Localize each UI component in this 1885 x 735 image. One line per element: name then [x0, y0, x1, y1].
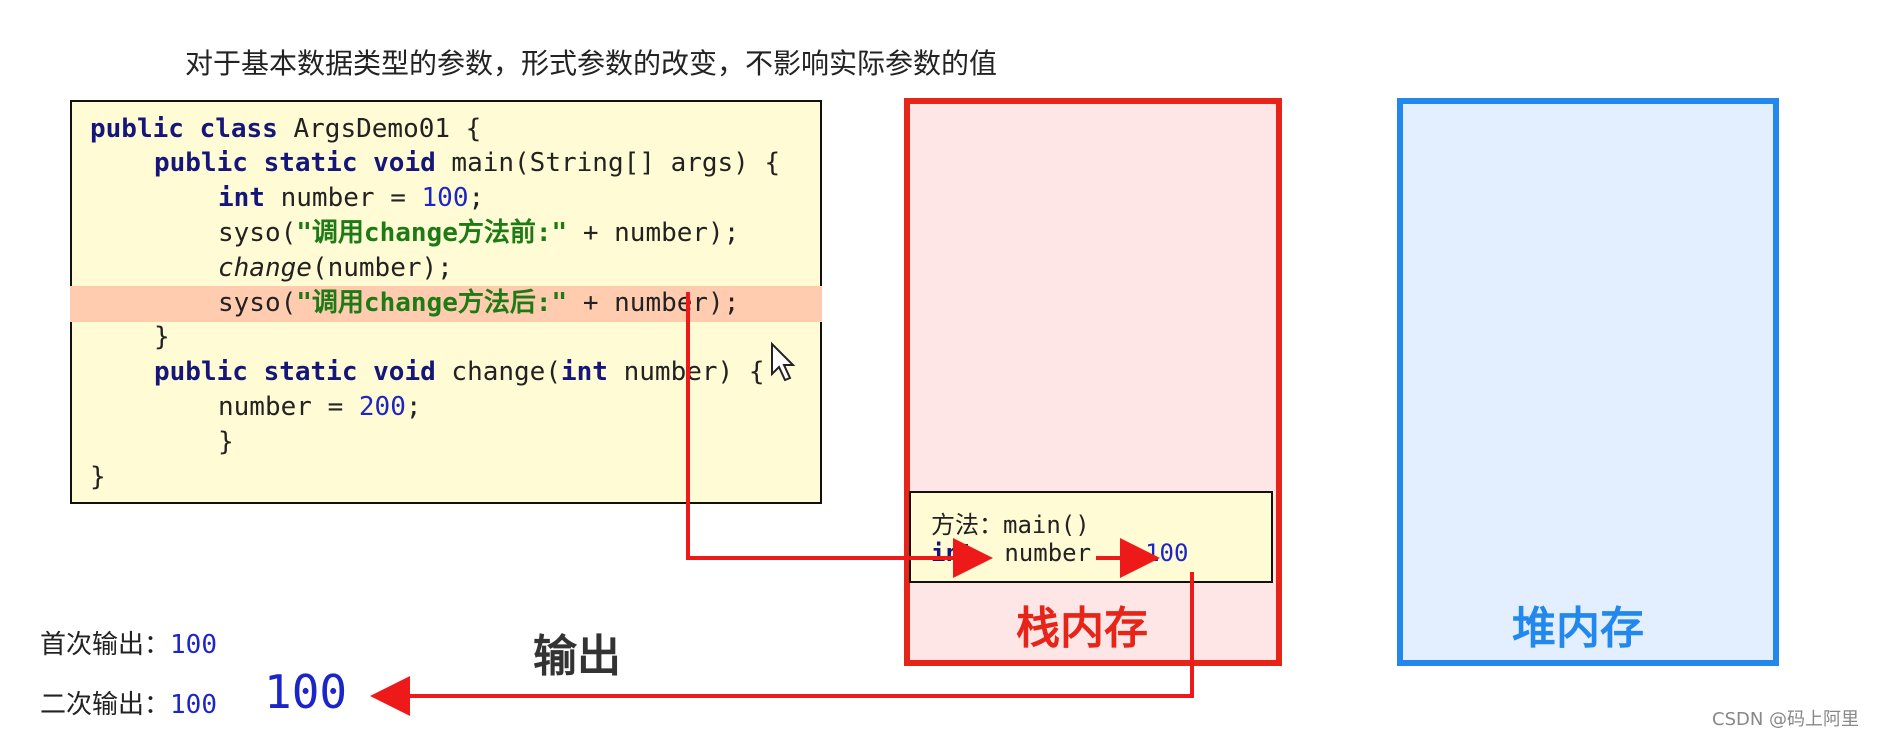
code-text: (number);: [311, 253, 453, 283]
heap-memory-box: [1397, 98, 1779, 666]
code-text: ArgsDemo01 {: [277, 114, 482, 144]
code-line-11: }: [90, 462, 106, 492]
code-text: change(: [435, 357, 561, 387]
code-string: "调用change方法前:": [296, 218, 568, 248]
code-line-7: }: [154, 322, 170, 352]
frame-var-type: int: [931, 539, 975, 567]
code-text: number) {: [607, 357, 765, 387]
code-line-3: int number = 100;: [218, 181, 484, 215]
code-number: 100: [421, 183, 469, 213]
code-line-10: }: [218, 427, 234, 457]
heap-memory-label: 堆内存: [1512, 603, 1644, 654]
slide-caption: 对于基本数据类型的参数，形式参数的改变，不影响实际参数的值: [185, 47, 998, 80]
code-text: ;: [405, 392, 422, 422]
code-keyword: public class: [90, 114, 278, 144]
code-line-9: number = 200;: [218, 390, 422, 424]
second-output-row: 二次输出：100: [40, 684, 217, 721]
code-text: main(String[] args) {: [435, 148, 781, 178]
code-text: number =: [218, 392, 359, 422]
frame-var-value: 100: [1145, 539, 1189, 567]
second-output-big-value: 100: [264, 665, 348, 719]
code-line-1: public class ArgsDemo01 {: [90, 112, 481, 146]
code-line-6: syso("调用change方法后:" + number);: [218, 286, 739, 320]
code-text: syso(: [218, 288, 297, 318]
code-block: public class ArgsDemo01 { public static …: [70, 100, 822, 504]
code-text: + number);: [567, 218, 740, 248]
code-method-call: change: [218, 253, 312, 283]
second-output-value: 100: [170, 690, 217, 720]
output-label: 输出: [533, 631, 621, 682]
first-output-label: 首次输出：: [40, 630, 171, 660]
frame-variable: int number 100: [931, 539, 1188, 567]
code-line-4: syso("调用change方法前:" + number);: [218, 216, 739, 250]
code-number: 200: [358, 392, 406, 422]
code-text: number =: [264, 183, 422, 213]
second-output-label: 二次输出：: [40, 690, 171, 720]
code-text: + number);: [567, 288, 740, 318]
code-text: syso(: [218, 218, 297, 248]
first-output-value: 100: [170, 630, 217, 660]
code-line-8: public static void change(int number) {: [154, 355, 765, 389]
code-keyword: int: [218, 183, 265, 213]
first-output-row: 首次输出：100: [40, 624, 217, 661]
code-text: ;: [468, 183, 485, 213]
watermark: CSDN @码上阿里: [1712, 709, 1860, 730]
code-keyword: public static void: [154, 148, 436, 178]
stack-memory-label: 栈内存: [1016, 603, 1148, 654]
code-keyword: public static void: [154, 357, 436, 387]
code-keyword: int: [561, 357, 608, 387]
code-line-5: change(number);: [218, 251, 453, 285]
frame-var-name: number: [1004, 539, 1092, 567]
frame-method-label: 方法：main(): [931, 511, 1090, 539]
code-line-2: public static void main(String[] args) {: [154, 146, 780, 180]
main-method-frame: 方法：main() int number 100: [909, 491, 1273, 583]
code-string: "调用change方法后:": [296, 288, 568, 318]
